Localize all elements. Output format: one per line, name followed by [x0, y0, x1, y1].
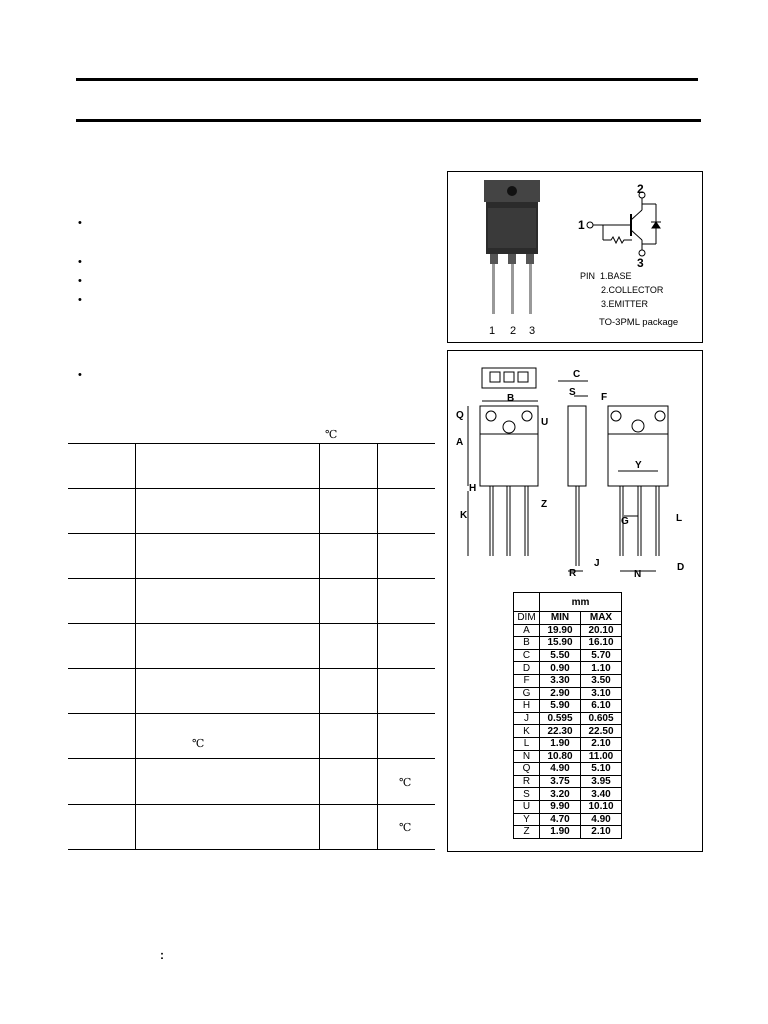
header-rule-top	[76, 78, 698, 81]
dim-label-n: N	[634, 569, 642, 580]
dim-label-u: U	[541, 417, 549, 428]
dim-label-y: Y	[635, 460, 642, 471]
dim-label-g: G	[621, 516, 629, 527]
schematic-pin-base: 1	[578, 218, 585, 232]
dim-label-c: C	[573, 369, 581, 380]
pin-label-base: PIN 1.BASE	[580, 271, 632, 281]
package-name: TO-3PML package	[599, 317, 679, 328]
dim-label-j: J	[594, 558, 600, 569]
dim-label-k: K	[460, 510, 468, 521]
feature-bullet: •	[78, 217, 82, 229]
schematic-pin-emitter: 3	[637, 256, 644, 270]
photo-pin-1: 1	[489, 325, 496, 337]
temp-unit: ℃	[192, 737, 205, 750]
dim-label-a: A	[456, 437, 464, 448]
pin-label-emitter: 3.EMITTER	[601, 299, 649, 309]
dim-label-l: L	[676, 513, 683, 524]
dim-label-r: R	[569, 568, 577, 579]
dim-label-d: D	[677, 562, 685, 573]
temp-unit: ℃	[399, 776, 412, 789]
feature-bullet: •	[78, 256, 82, 268]
temp-unit: ℃	[399, 821, 412, 834]
feature-bullet: •	[78, 294, 82, 306]
header-rule-bottom	[76, 119, 701, 122]
dim-label-z: Z	[541, 499, 548, 510]
dim-label-f: F	[601, 392, 608, 403]
dim-label-h: H	[469, 483, 477, 494]
feature-bullet: •	[78, 275, 82, 287]
package-box	[447, 171, 703, 343]
dim-label-s: S	[569, 387, 576, 398]
dim-label-q: Q	[456, 410, 464, 421]
unit-header: mm	[539, 592, 622, 612]
outline-drawing	[467, 367, 669, 572]
ratings-temp-unit: ℃	[325, 428, 338, 441]
dim-label-b: B	[507, 393, 515, 404]
photo-pin-2: 2	[510, 325, 517, 337]
header-row: DIM MIN MAX	[513, 611, 622, 625]
package-illustration	[484, 180, 661, 314]
application-bullet: •	[78, 369, 82, 381]
photo-pin-3: 3	[529, 325, 536, 337]
schematic-pin-collector: 2	[637, 182, 644, 196]
pin-label-collector: 2.COLLECTOR	[601, 285, 664, 295]
footer-colon: :	[160, 948, 164, 962]
